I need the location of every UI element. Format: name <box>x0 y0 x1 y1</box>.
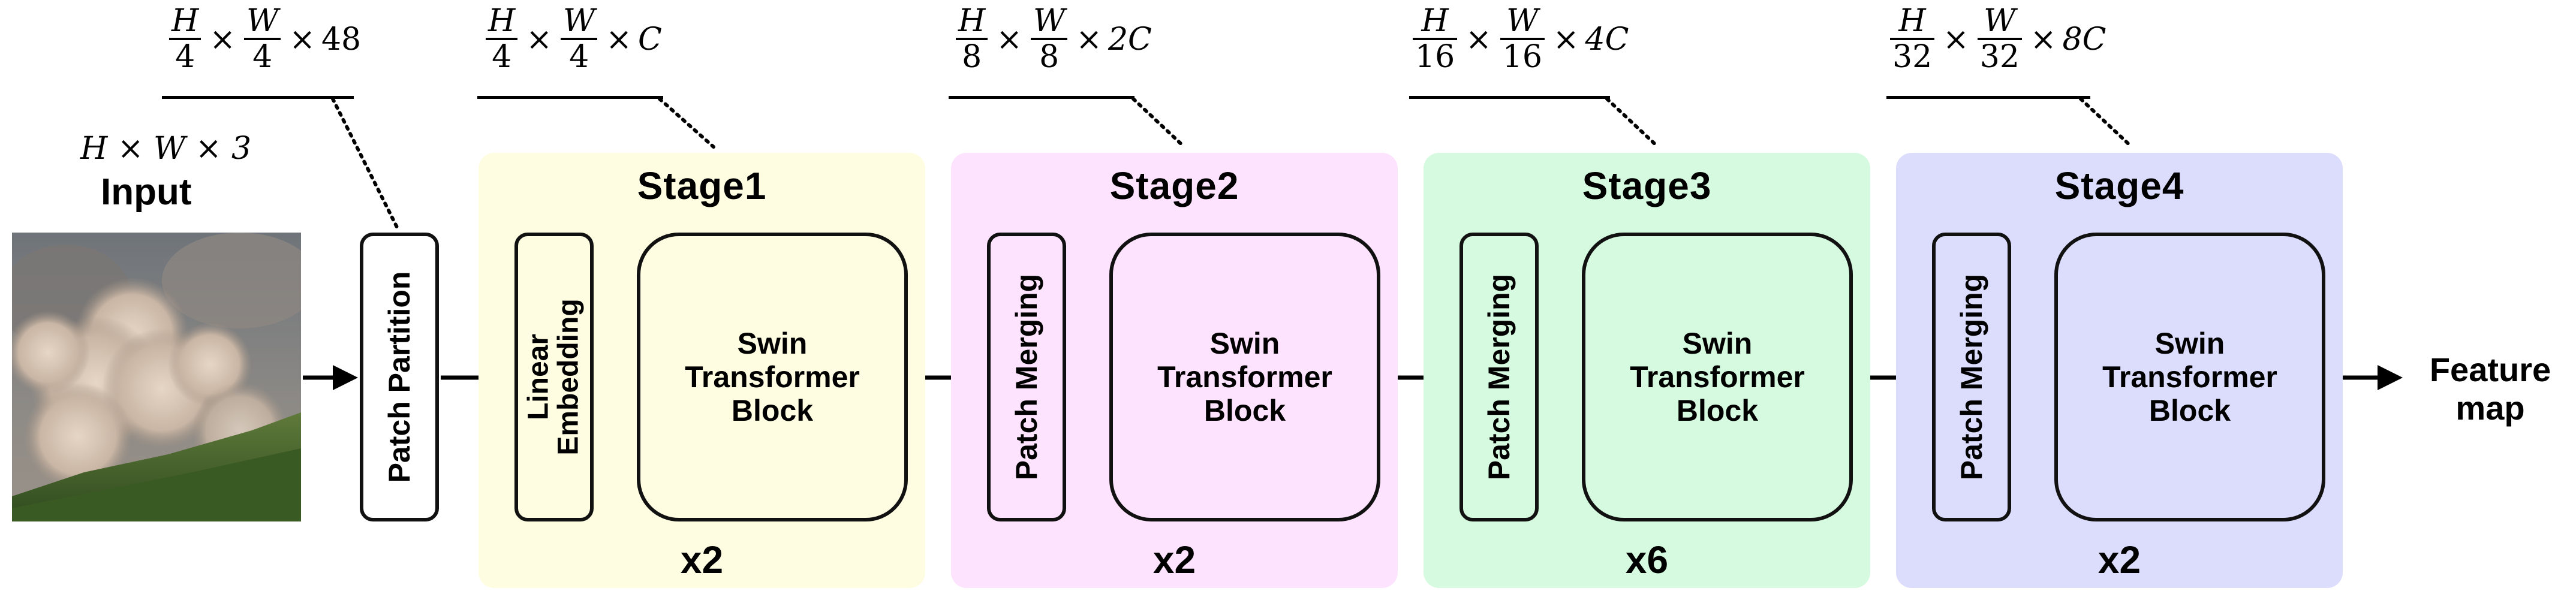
stage1-block-line3: Block <box>731 394 814 427</box>
stage1-block-line1: Swin <box>737 327 808 360</box>
stage1-times-2: × <box>606 21 632 58</box>
input-dims-text: H × W × 3 <box>80 131 252 167</box>
partition-w-den: 4 <box>252 38 273 75</box>
stage2-channels: 2C <box>1108 21 1152 58</box>
stage2-patch-merging-label: Patch Merging <box>1009 273 1043 481</box>
stage2-repeat: x2 <box>1152 538 1196 581</box>
stage4-w-den: 32 <box>1979 38 2020 75</box>
partition-times-2: × <box>289 21 315 58</box>
stage3-dims-underline <box>1409 96 1610 99</box>
stage4-channels: 8C <box>2062 21 2106 58</box>
stage2-swin-block-label: Swin Transformer Block <box>1113 327 1377 427</box>
stage3-block-line3: Block <box>1676 394 1759 427</box>
stage4-h-num: H <box>1890 5 1935 40</box>
wildfire-smoke-image <box>12 233 301 521</box>
stage1-times-1: × <box>526 21 552 58</box>
stage4-times-2: × <box>2030 21 2057 58</box>
stage4-times-1: × <box>1943 21 1969 58</box>
stage3-h-num: H <box>1413 5 1458 40</box>
stage1-h-num: H <box>486 5 518 40</box>
stage2-title: Stage2 <box>1109 164 1239 207</box>
stage2-times-2: × <box>1076 21 1102 58</box>
stage3-repeat: x6 <box>1625 538 1669 581</box>
stage3-times-1: × <box>1465 21 1492 58</box>
stage3-swin-block-label: Swin Transformer Block <box>1585 327 1849 427</box>
leader-stage4 <box>2079 97 2133 149</box>
leader-stage2 <box>1131 97 1186 149</box>
stage1-channels: C <box>637 21 662 58</box>
linear-embedding-box: Linear Embedding <box>514 233 594 521</box>
stage3-h-den: 16 <box>1415 38 1455 75</box>
stage2-block-line1: Swin <box>1209 327 1280 360</box>
stage3-patch-merging-label: Patch Merging <box>1482 273 1516 481</box>
input-image <box>12 233 301 521</box>
stage2-dims-underline <box>949 96 1134 99</box>
feature-map-line2: map <box>2455 389 2525 427</box>
stage2-swin-block: Swin Transformer Block <box>1109 233 1380 521</box>
stage4-block-line3: Block <box>2148 394 2231 427</box>
stage1-swin-block: Swin Transformer Block <box>637 233 908 521</box>
stage2-h-num: H <box>956 5 988 40</box>
stage2-block-line3: Block <box>1203 394 1286 427</box>
stage3-swin-block: Swin Transformer Block <box>1582 233 1853 521</box>
partition-w-num: W <box>243 5 281 40</box>
stage2-w-den: 8 <box>1039 38 1060 75</box>
partition-times-1: × <box>209 21 236 58</box>
stage1-w-den: 4 <box>569 38 589 75</box>
stage4-h-den: 32 <box>1892 38 1933 75</box>
stage3-times-2: × <box>1552 21 1579 58</box>
leader-stage3 <box>1605 97 1660 149</box>
stage4-swin-block-label: Swin Transformer Block <box>2058 327 2322 427</box>
stage1-w-num: W <box>560 5 598 40</box>
stage4-block-line1: Swin <box>2154 327 2225 360</box>
stage2-patch-merging-box: Patch Merging <box>987 233 1066 521</box>
partition-dims-underline <box>162 96 354 99</box>
stage4-repeat: x2 <box>2097 538 2141 581</box>
stage1-dims-underline <box>477 96 663 99</box>
stage2-times-1: × <box>996 21 1022 58</box>
stage2-w-num: W <box>1030 5 1068 40</box>
patch-partition-label: Patch Partition <box>382 271 416 483</box>
stage3-w-den: 16 <box>1502 38 1542 75</box>
stage3-patch-merging-box: Patch Merging <box>1459 233 1539 521</box>
linear-embedding-label: Linear Embedding <box>522 298 585 456</box>
feature-map-line1: Feature <box>2429 351 2551 388</box>
partition-h-num: H <box>169 5 201 40</box>
stage1-repeat: x2 <box>680 538 724 581</box>
stage1-title: Stage1 <box>637 164 767 207</box>
stage4-block-line2: Transformer <box>2102 360 2277 394</box>
leader-partition <box>331 97 401 233</box>
stage4-patch-merging-box: Patch Merging <box>1932 233 2011 521</box>
stage3-channels: 4C <box>1585 21 1629 58</box>
stage3-w-num: W <box>1500 5 1545 40</box>
stage1-h-den: 4 <box>492 38 512 75</box>
leader-stage1 <box>658 97 715 149</box>
stage1-swin-block-label: Swin Transformer Block <box>640 327 904 427</box>
stage3-block-line1: Swin <box>1682 327 1753 360</box>
linear-embedding-line1: Linear <box>522 333 555 421</box>
stage4-dims-underline <box>1886 96 2090 99</box>
stage4-patch-merging-label: Patch Merging <box>1954 273 1988 481</box>
stage4-title: Stage4 <box>2054 164 2184 207</box>
stage2-h-den: 8 <box>962 38 982 75</box>
stage1-block-line2: Transformer <box>685 360 860 394</box>
stage4-swin-block: Swin Transformer Block <box>2054 233 2325 521</box>
stage3-block-line2: Transformer <box>1630 360 1805 394</box>
linear-embedding-line2: Embedding <box>553 298 585 456</box>
patch-partition-box: Patch Partition <box>360 233 439 521</box>
stage3-title: Stage3 <box>1582 164 1712 207</box>
input-dims: H × W × 3 <box>80 131 251 167</box>
feature-map-label: Feature map <box>2409 351 2571 428</box>
stage2-block-line2: Transformer <box>1157 360 1332 394</box>
input-label: Input <box>101 171 192 213</box>
stage4-w-num: W <box>1977 5 2022 40</box>
partition-h-den: 4 <box>175 38 195 75</box>
partition-channels: 48 <box>321 21 362 58</box>
